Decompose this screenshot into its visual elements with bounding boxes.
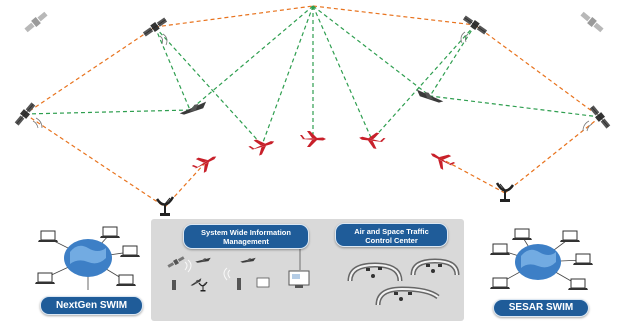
control-center-icon [347,258,460,306]
dish-small-icon [198,281,208,293]
link-sat-dish-right [504,116,601,194]
radio-tower-icon [172,278,241,290]
swim-label-line1: System Wide Information [201,228,291,237]
satellite-icon [588,104,612,130]
swim-label: System Wide Information Management [183,224,309,249]
satellite-icon [167,256,185,268]
aircraft-links [24,5,601,146]
satellite-icon [23,10,49,34]
link-green [312,5,431,97]
link-green [261,5,314,146]
link-green [24,109,191,115]
link-green [429,95,601,118]
sesar-network-icon [489,228,594,291]
link-sat-top [312,5,476,26]
aircraft-icon [247,134,277,158]
link-dish-plane-right [439,157,506,194]
aircraft-icon [189,149,221,177]
monitor-icon [256,270,310,288]
nextgen-network-icon [34,226,141,290]
aircraft-icon [357,129,387,151]
aircraft-icon [415,89,445,104]
link-sat-right [474,24,601,118]
aircraft-icon [240,257,256,263]
link-green [429,24,476,97]
nextgen-swim-label: NextGen SWIM [40,296,143,315]
link-green [312,5,373,141]
ground-antenna-icon [495,181,515,204]
satellite-icon [461,13,489,37]
traffic-control-label-line1: Air and Space Traffic [354,227,429,236]
link-green [189,5,314,111]
traffic-control-label: Air and Space Traffic Control Center [335,223,448,247]
traffic-control-label-line2: Control Center [365,236,418,245]
aircraft-icon [426,146,458,174]
aircraft-icon [178,101,208,116]
link-sat-top [154,5,314,28]
link-sat-left [24,26,156,115]
sesar-swim-label: SESAR SWIM [493,299,589,317]
aircraft-icon [195,257,211,263]
link-green [154,26,191,111]
link-sat-dish-left [24,113,166,208]
link-green [154,26,263,146]
swim-label-line2: Management [223,237,269,246]
ground-antenna-icon [155,195,175,218]
signal-waves-icon [32,31,593,132]
link-green [371,24,476,141]
swim-icons [167,247,310,293]
satellite-icon [579,10,605,34]
